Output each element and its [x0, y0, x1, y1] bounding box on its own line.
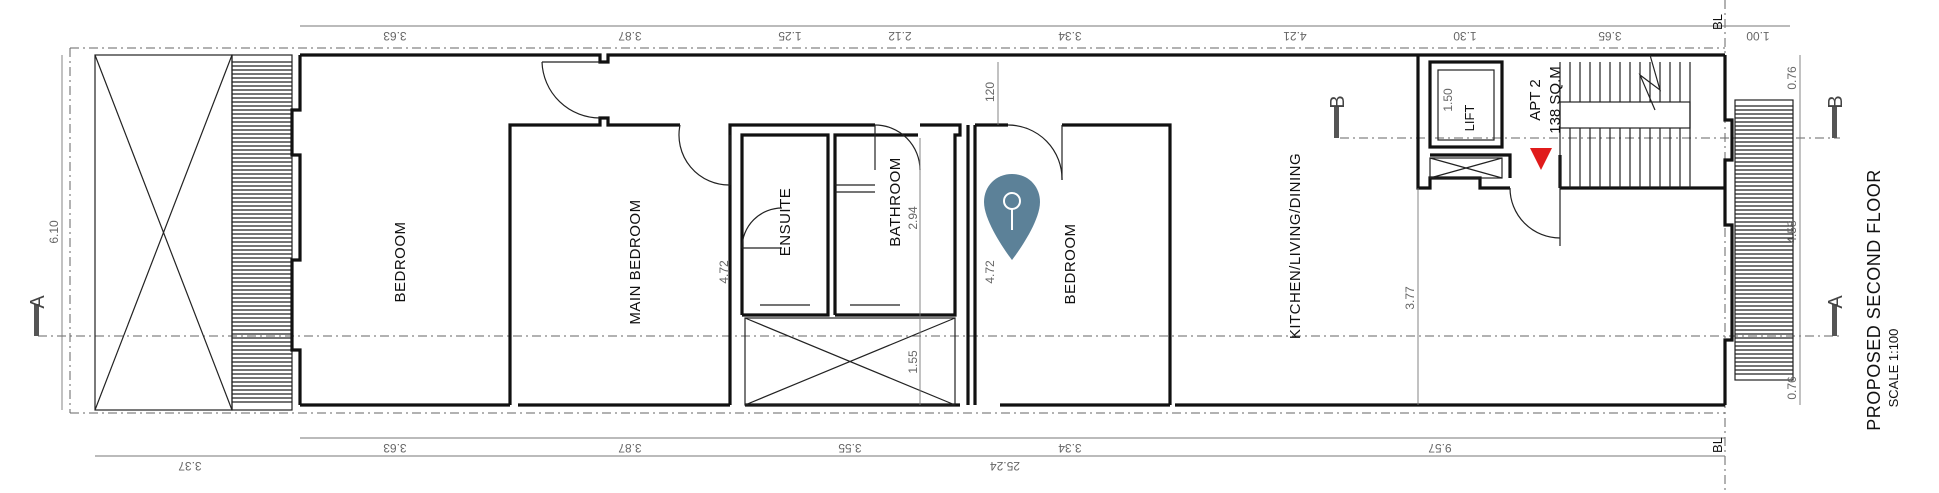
svg-text:3.87: 3.87 [618, 441, 642, 455]
svg-text:3.63: 3.63 [383, 29, 407, 43]
room-bedroom-1: BEDROOM [392, 221, 409, 302]
svg-text:4.72: 4.72 [983, 260, 997, 284]
boundary-label-bottom: BL [1710, 437, 1725, 453]
svg-text:B: B [1825, 95, 1847, 108]
svg-text:3.37: 3.37 [178, 459, 202, 473]
svg-text:25.24: 25.24 [990, 459, 1020, 473]
svg-text:B: B [1327, 95, 1349, 108]
balcony-right [1734, 99, 1794, 381]
section-marker-b-right: B [1825, 95, 1847, 138]
svg-text:1.00: 1.00 [1746, 29, 1770, 43]
arrow-down-icon [1530, 148, 1552, 170]
dimensions-bottom: 3.63 3.87 3.55 3.34 9.57 3.37 25.24 [178, 441, 1452, 473]
svg-text:4.21: 4.21 [1283, 29, 1307, 43]
svg-text:3.65: 3.65 [1598, 29, 1622, 43]
svg-text:120: 120 [983, 82, 997, 102]
svg-text:A: A [27, 295, 49, 309]
dimensions-top: 3.63 3.87 1.25 2.12 3.34 4.21 1.30 3.65 … [383, 29, 1770, 43]
left-void [94, 54, 233, 411]
map-pin-icon[interactable] [984, 174, 1040, 260]
balcony-left [231, 54, 293, 411]
dimension-lines [61, 25, 1801, 457]
svg-text:1.25: 1.25 [778, 29, 802, 43]
staircase [1559, 54, 1691, 188]
svg-text:3.34: 3.34 [1058, 441, 1082, 455]
svg-text:3.77: 3.77 [1403, 286, 1417, 310]
room-lift: LIFT [1462, 105, 1477, 132]
svg-text:2.12: 2.12 [888, 29, 912, 43]
svg-text:1.55: 1.55 [906, 350, 920, 374]
svg-text:6.10: 6.10 [47, 220, 61, 244]
svg-text:3.34: 3.34 [1058, 29, 1082, 43]
section-marker-a-left: A [27, 295, 49, 336]
section-marker-b-left: B [1327, 95, 1349, 138]
room-bedroom-2: BEDROOM [1062, 223, 1079, 304]
svg-text:9.57: 9.57 [1428, 441, 1452, 455]
room-bathroom: BATHROOM [887, 157, 904, 247]
svg-text:A: A [1825, 295, 1847, 309]
drawing-scale: SCALE 1:100 [1886, 329, 1901, 408]
svg-text:2.94: 2.94 [906, 206, 920, 230]
boundary-label-top: BL [1710, 14, 1725, 30]
svg-text:3.87: 3.87 [618, 29, 642, 43]
svg-text:1.50: 1.50 [1441, 88, 1455, 112]
svg-text:0.76: 0.76 [1785, 376, 1799, 400]
apartment-area: 138 SQ.M [1547, 66, 1564, 134]
svg-text:4.58: 4.58 [1785, 220, 1799, 244]
light-well [744, 317, 956, 406]
svg-text:3.55: 3.55 [838, 441, 862, 455]
svg-text:1.30: 1.30 [1453, 29, 1477, 43]
apartment-name: APT 2 [1527, 79, 1544, 120]
room-main-bedroom: MAIN BEDROOM [627, 199, 644, 324]
svg-text:0.76: 0.76 [1785, 66, 1799, 90]
lift-shaft-cross [1429, 157, 1503, 179]
dimensions-vertical: 6.10 0.76 4.58 0.76 120 1.50 4.72 2.94 4… [47, 66, 1799, 400]
doors [541, 61, 1561, 306]
room-ensuite: ENSUITE [777, 188, 794, 257]
drawing-title: PROPOSED SECOND FLOOR [1864, 169, 1884, 431]
svg-text:3.63: 3.63 [383, 441, 407, 455]
section-marker-a-right: A [1825, 295, 1847, 336]
svg-text:4.72: 4.72 [717, 260, 731, 284]
room-kitchen-living-dining: KITCHEN/LIVING/DINING [1287, 153, 1304, 339]
